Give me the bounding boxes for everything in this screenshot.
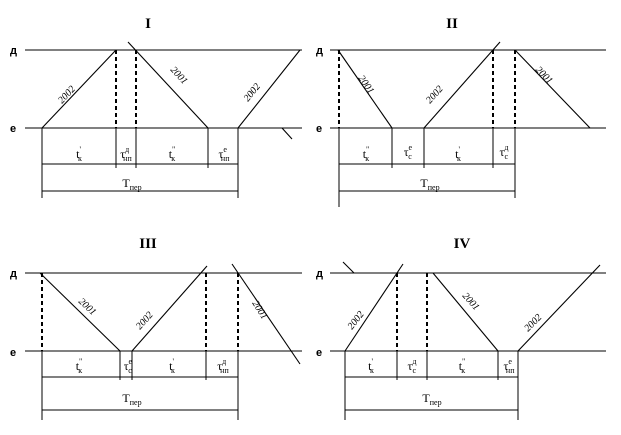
panel-3-move-label: 2001 <box>249 299 269 322</box>
panel-3-seg-label: t"к <box>76 357 83 375</box>
panel-3-move-label: 2001 <box>76 296 98 318</box>
panel-3-seg-label: t'к <box>169 357 175 375</box>
panel-1-train-line <box>127 41 209 129</box>
panel-4-title: IV <box>454 236 471 252</box>
panel-3-period-label: Tпер <box>122 391 141 407</box>
panel-2-period-label: Tпер <box>420 176 439 192</box>
panel-2-move-label: 2001 <box>356 73 376 96</box>
panel-1-track-top: д <box>10 45 17 57</box>
panel-2-move-label: 2001 <box>533 64 555 86</box>
panel-1-move-label: 2001 <box>168 65 190 87</box>
panel-1-seg-label: t'к <box>76 145 82 163</box>
panel-4-period-label: Tпер <box>422 391 441 407</box>
panel-4-move-label: 2002 <box>522 312 544 334</box>
panel-4-track-top: д <box>316 268 323 280</box>
panel-2-track-bottom: е <box>316 123 322 135</box>
panel-2-seg-label: t'к <box>455 145 461 163</box>
panel-4-train-line <box>517 264 601 352</box>
panel-1-train-line <box>281 127 293 140</box>
panel-4-seg-label: t"к <box>459 357 466 375</box>
panel-2-move-label: 2002 <box>424 84 446 106</box>
panel-2-train-line <box>423 41 501 129</box>
panel-4-train-line <box>344 263 404 352</box>
panel-2-track-top: д <box>316 45 323 57</box>
panel-1-title: I <box>145 16 151 32</box>
panel-4-move-label: 2002 <box>346 309 367 332</box>
panel-1-train-line <box>41 49 117 129</box>
panel-3-track-bottom: е <box>10 347 16 359</box>
panel-3-title: III <box>139 236 157 252</box>
panel-3-train-line <box>131 265 208 352</box>
panel-1-period-label: Tпер <box>122 176 141 192</box>
panel-2-title: II <box>446 16 458 32</box>
panel-1-train-line <box>237 49 301 129</box>
panel-2-train-line <box>337 49 393 129</box>
panel-3-track-top: д <box>10 268 17 280</box>
panel-1-seg-label: t"к <box>169 145 176 163</box>
panel-2-seg-label: t"к <box>363 145 370 163</box>
panel-4-seg-label: t'к <box>368 357 374 375</box>
panel-3-train-line <box>39 272 121 352</box>
panel-1-track-bottom: е <box>10 123 16 135</box>
panel-4-train-line <box>432 272 499 352</box>
panel-4-train-line <box>342 261 355 274</box>
panel-3-train-line <box>231 263 301 365</box>
panel-2-train-line <box>514 49 591 129</box>
panel-1-move-label: 2002 <box>56 84 78 106</box>
panel-4-track-bottom: е <box>316 347 322 359</box>
